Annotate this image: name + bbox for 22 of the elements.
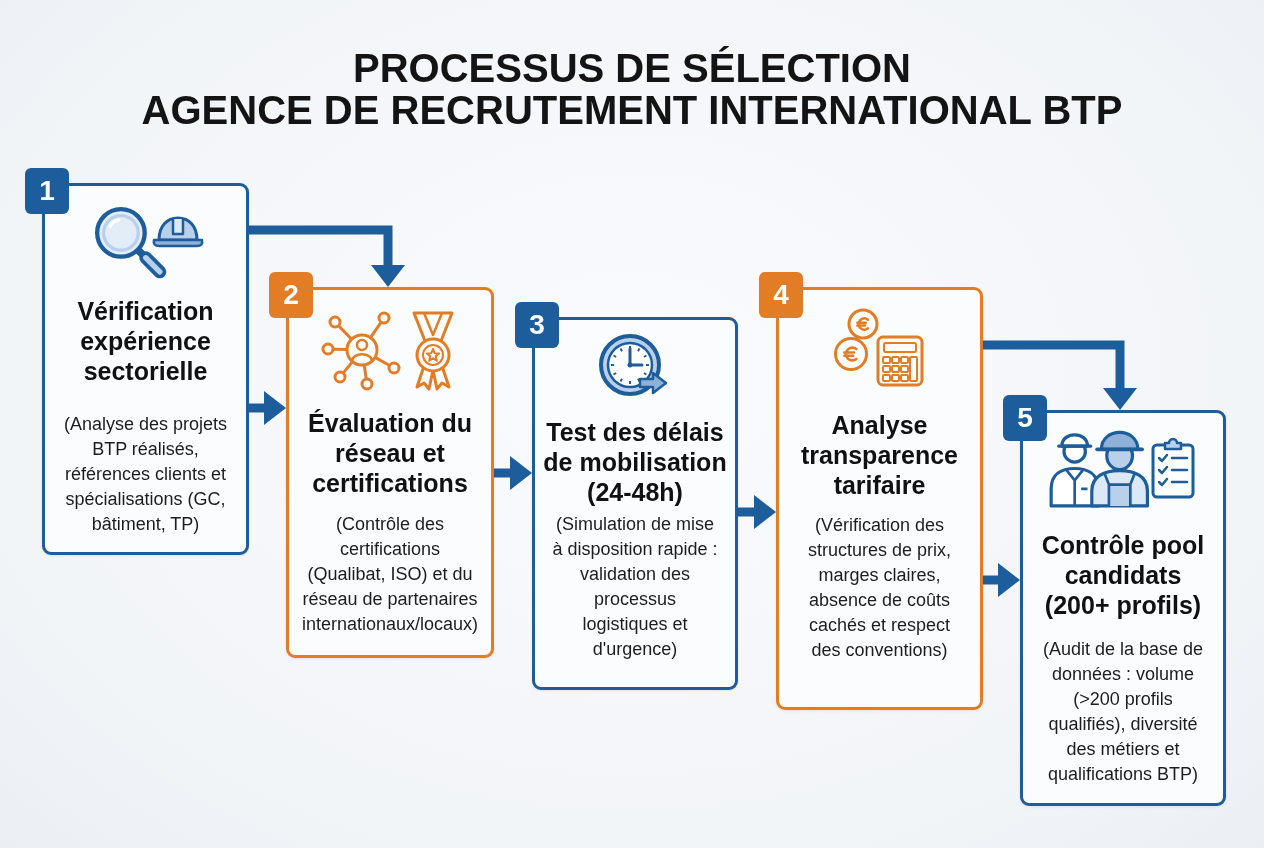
- step-description: (Contrôle des certifications (Qualibat, ISO) et du réseau de partenaires internationaux/locaux): [300, 513, 480, 636]
- step-number: 1: [25, 168, 69, 214]
- step-number: 4: [759, 272, 803, 318]
- step-description: (Vérification des structures de prix, marges claires, absence de coûts cachés et respect des conventions): [806, 514, 953, 662]
- step-title: Contrôle pool candidats (200+ profils): [1040, 530, 1206, 620]
- arrow: [249, 391, 286, 425]
- arrow: [249, 225, 405, 287]
- step-title: Test des délais de mobilisation (24-48h): [542, 417, 728, 507]
- step-number: 5: [1003, 395, 1047, 441]
- step-title: Vérification expérience sectorielle: [76, 296, 215, 386]
- title: PROCESSUS DE SÉLECTION AGENCE DE RECRUTEMENT INTERNATIONAL BTP: [141, 47, 1123, 131]
- arrow: [494, 456, 532, 490]
- step-number: 2: [269, 272, 313, 318]
- step-description: (Analyse des projets BTP réalisés, références clients et spécialisations (GC, bâtiment, TP): [62, 413, 229, 536]
- step-number: 3: [515, 302, 559, 348]
- step-title: Analyse transparence tarifaire: [800, 410, 959, 500]
- arrow: [983, 563, 1020, 597]
- arrow: [983, 340, 1137, 410]
- step-description: (Audit de la base de données : volume (>200 profils qualifiés), diversité des métiers et qualifications BTP): [1041, 638, 1205, 786]
- step-title: Évaluation du réseau et certifications: [307, 408, 473, 498]
- arrow: [738, 495, 776, 529]
- step-description: (Simulation de mise à disposition rapide : validation des processus logistiques et d'urgence): [551, 513, 719, 661]
